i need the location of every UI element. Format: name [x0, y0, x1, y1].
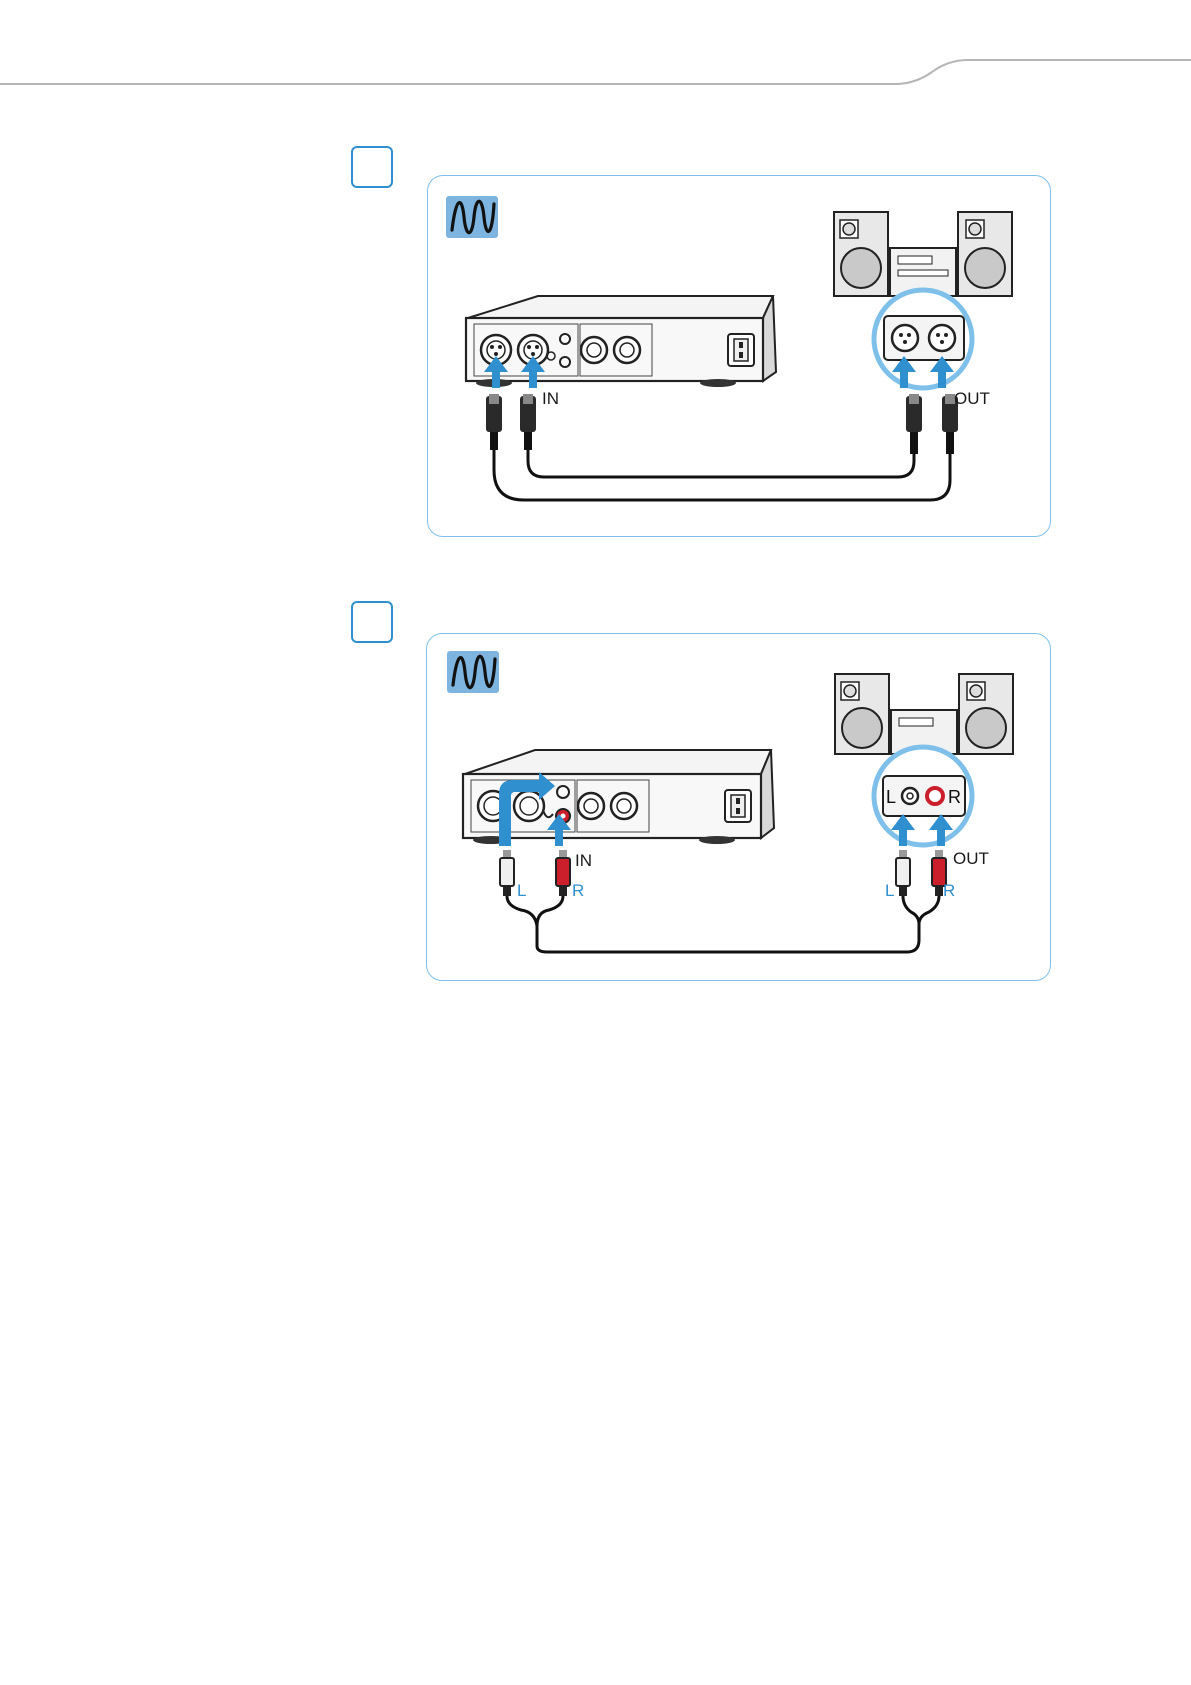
analog-wave-icon [446, 196, 498, 238]
xlr-diagram-art [428, 176, 1052, 538]
output-right-label: R [943, 882, 955, 899]
input-left-label: L [517, 882, 526, 899]
hifi-system [835, 674, 1013, 754]
input-right-label: R [572, 882, 584, 899]
xlr-cable [486, 394, 958, 500]
zoom-left-label: L [886, 787, 896, 807]
output-label: OUT [953, 850, 989, 867]
hifi-system [834, 212, 1012, 296]
rca-cable [500, 850, 946, 952]
step-number-box-1 [351, 146, 393, 188]
header-rule [0, 0, 1191, 100]
analog-wave-icon [447, 651, 499, 693]
input-label: IN [542, 390, 559, 407]
step-number-box-2 [351, 601, 393, 643]
xlr-connection-diagram: IN OUT [427, 175, 1051, 537]
input-label: IN [575, 852, 592, 869]
output-jacks-zoom: L R [874, 747, 972, 845]
rca-connection-diagram: L R [426, 633, 1051, 981]
output-label: OUT [954, 390, 990, 407]
output-left-label: L [885, 882, 894, 899]
rca-diagram-art: L R [427, 634, 1052, 982]
output-jacks-zoom [874, 290, 972, 388]
receiver-device [466, 296, 776, 387]
zoom-right-label: R [948, 787, 961, 807]
